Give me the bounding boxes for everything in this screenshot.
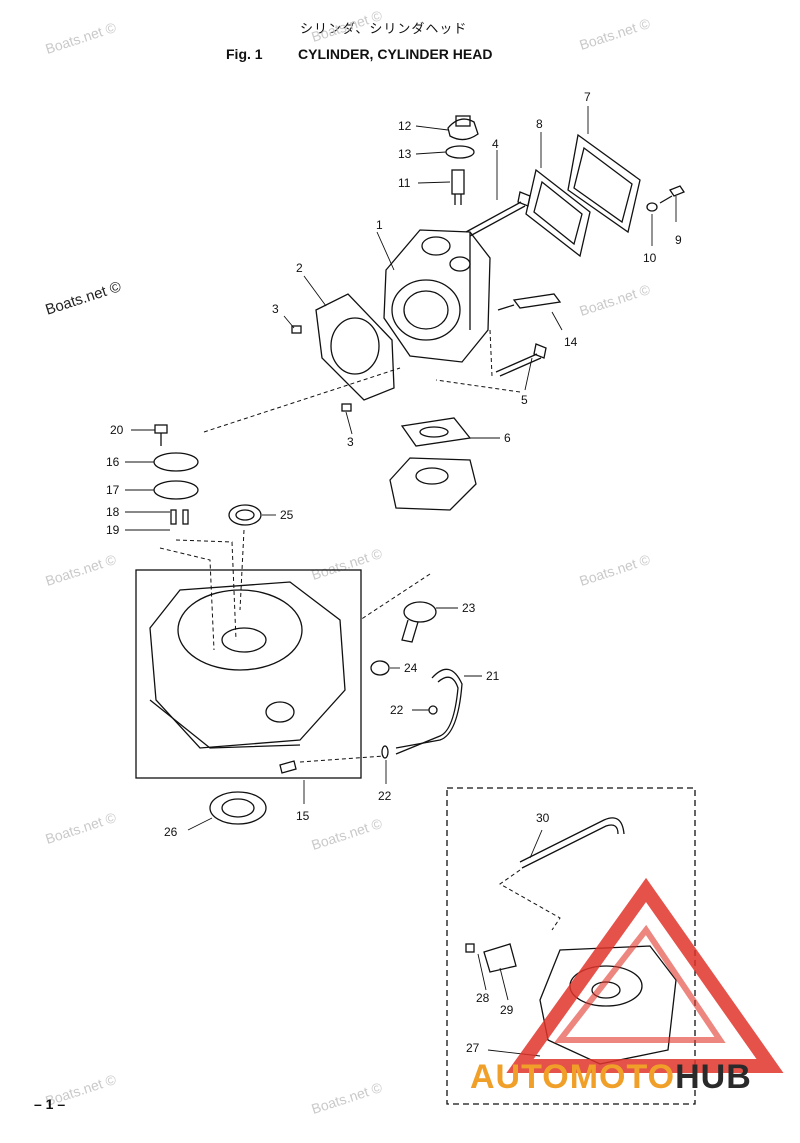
part-15-frame bbox=[135, 569, 362, 779]
callout-8: 8 bbox=[536, 117, 543, 131]
callout-5: 5 bbox=[521, 393, 528, 407]
figure-label: Fig. 1 bbox=[226, 46, 263, 62]
part-6-gasket bbox=[400, 417, 472, 447]
part-5-bolt bbox=[495, 343, 547, 377]
callout-11: 11 bbox=[398, 176, 411, 190]
callout-2: 2 bbox=[296, 261, 303, 275]
part-29-cover bbox=[483, 943, 517, 973]
part-30-hose bbox=[519, 817, 625, 869]
callout-14: 14 bbox=[564, 335, 578, 349]
callout-22: 22 bbox=[390, 703, 404, 717]
automotohub-logo: AUTOMOTOHUB bbox=[470, 1058, 752, 1097]
part-17-gasket bbox=[153, 480, 199, 500]
part-24-o-ring bbox=[370, 660, 390, 676]
part-3-pin bbox=[341, 403, 352, 412]
part-18-pin bbox=[170, 509, 177, 525]
callout-30: 30 bbox=[536, 811, 550, 825]
part-23-plug bbox=[401, 601, 437, 643]
part-9-bolt bbox=[659, 185, 685, 204]
logo-part-auto: AUTO bbox=[470, 1058, 570, 1096]
part-15-crankcase bbox=[149, 581, 346, 774]
part-8-gasket bbox=[525, 168, 591, 258]
callout-23: 23 bbox=[462, 601, 476, 615]
part-26-bearing bbox=[209, 791, 267, 825]
callout-1: 1 bbox=[376, 218, 383, 232]
part-3-pin bbox=[291, 325, 302, 334]
part-1-cylinder bbox=[383, 229, 491, 363]
japanese-title: シリンダ、シリンダヘッド bbox=[300, 22, 468, 37]
part-6-plate bbox=[389, 457, 477, 511]
callout-28: 28 bbox=[476, 991, 490, 1005]
part-13-seal bbox=[445, 145, 475, 159]
part-7-cover bbox=[567, 133, 641, 234]
callout-20: 20 bbox=[110, 423, 124, 437]
callout-7: 7 bbox=[584, 90, 591, 104]
logo-part-moto: MOTO bbox=[569, 1058, 676, 1096]
callout-26: 26 bbox=[164, 825, 178, 839]
callout-3: 3 bbox=[347, 435, 354, 449]
callout-10: 10 bbox=[643, 251, 657, 265]
page-number: – 1 – bbox=[34, 1096, 66, 1112]
callout-16: 16 bbox=[106, 455, 120, 469]
part-11-sender bbox=[451, 169, 465, 205]
logo-part-hub: HUB bbox=[675, 1058, 752, 1096]
part-19-pin bbox=[182, 509, 189, 525]
callout-3: 3 bbox=[272, 302, 279, 316]
callout-21: 21 bbox=[486, 669, 500, 683]
part-10-washer bbox=[646, 202, 658, 212]
callout-15: 15 bbox=[296, 809, 310, 823]
figure-title: CYLINDER, CYLINDER HEAD bbox=[298, 46, 493, 62]
callout-17: 17 bbox=[106, 483, 120, 497]
callout-27: 27 bbox=[466, 1041, 480, 1055]
part-22-clip bbox=[428, 705, 438, 715]
callout-4: 4 bbox=[492, 137, 499, 151]
callout-19: 19 bbox=[106, 523, 120, 537]
part-25-oil-seal bbox=[228, 504, 262, 526]
callout-9: 9 bbox=[675, 233, 682, 247]
part-22-clip bbox=[381, 745, 389, 759]
callout-18: 18 bbox=[106, 505, 120, 519]
callout-24: 24 bbox=[404, 661, 418, 675]
part-28-screw bbox=[465, 943, 475, 953]
part-21-hose bbox=[395, 668, 463, 755]
callout-25: 25 bbox=[280, 508, 294, 522]
callout-labels: 1 2 3 3 4 5 6 7 8 9 10 11 12 13 14 15 16… bbox=[106, 90, 682, 1055]
part-12-cap bbox=[447, 115, 479, 141]
part-4-bolt bbox=[465, 191, 531, 237]
automotohub-logo-icon bbox=[506, 877, 784, 1073]
callout-6: 6 bbox=[504, 431, 511, 445]
part-16-cover bbox=[153, 452, 199, 472]
callout-29: 29 bbox=[500, 1003, 514, 1017]
part-2-gasket bbox=[315, 293, 395, 401]
inset-frame bbox=[446, 787, 696, 1105]
callout-13: 13 bbox=[398, 147, 412, 161]
part-20-screw bbox=[154, 424, 168, 446]
callout-22: 22 bbox=[378, 789, 392, 803]
callout-12: 12 bbox=[398, 119, 412, 133]
part-14-spark-plug bbox=[497, 293, 562, 311]
